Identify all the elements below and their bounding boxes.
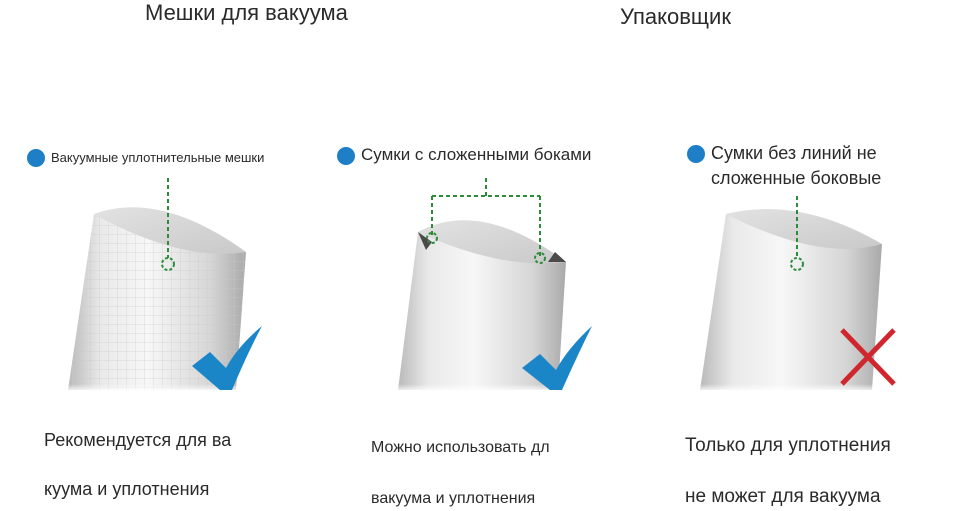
panel-2-caption-line2: вакуума и уплотнения <box>371 489 536 507</box>
bag-2-image <box>390 178 580 392</box>
header-right-title: Упаковщик <box>620 4 731 29</box>
check-icon <box>192 326 262 390</box>
panel-3-label-line2: сложенные боковые <box>711 168 882 189</box>
panel-3-label-text: Сумки без линий не сложенные боковые <box>711 141 881 191</box>
panel-1-caption-line1: Рекомендуется для ва <box>44 430 232 451</box>
check-icon <box>522 326 592 390</box>
panel-1-caption-line2: куума и уплотнения <box>44 478 210 499</box>
panel-3-caption-line2: не может для вакуума <box>685 485 881 507</box>
bags-illustration <box>60 178 896 392</box>
panel-3-label-line1: Сумки без линий не <box>711 143 877 163</box>
panel-3-caption-line1: Только для уплотнения <box>685 434 891 456</box>
cross-icon <box>840 328 896 386</box>
bag-3-image <box>690 196 890 392</box>
panel-2-label: Сумки с сложенными боками <box>337 145 591 165</box>
bullet-icon <box>337 147 355 165</box>
bullet-icon <box>27 149 45 167</box>
panel-1-label: Вакуумные уплотнительные мешки <box>27 147 264 167</box>
panel-1-caption: Рекомендуется для ва куума и уплотнения <box>44 404 260 501</box>
panel-2-caption: Можно использовать дл вакуума и уплотнен… <box>371 409 583 511</box>
header-left-title: Мешки для вакуума <box>145 0 348 25</box>
panel-2-label-text: Сумки с сложенными боками <box>361 145 592 164</box>
panel-3-label: Сумки без линий не сложенные боковые <box>687 141 881 191</box>
panel-1-label-text: Вакуумные уплотнительные мешки <box>51 150 265 165</box>
panel-2-caption-line1: Можно использовать дл <box>371 438 550 456</box>
bullet-icon <box>687 145 705 163</box>
bag-1-image <box>60 178 260 392</box>
panel-3-caption: Только для уплотнения не может для вакуу… <box>685 407 945 510</box>
